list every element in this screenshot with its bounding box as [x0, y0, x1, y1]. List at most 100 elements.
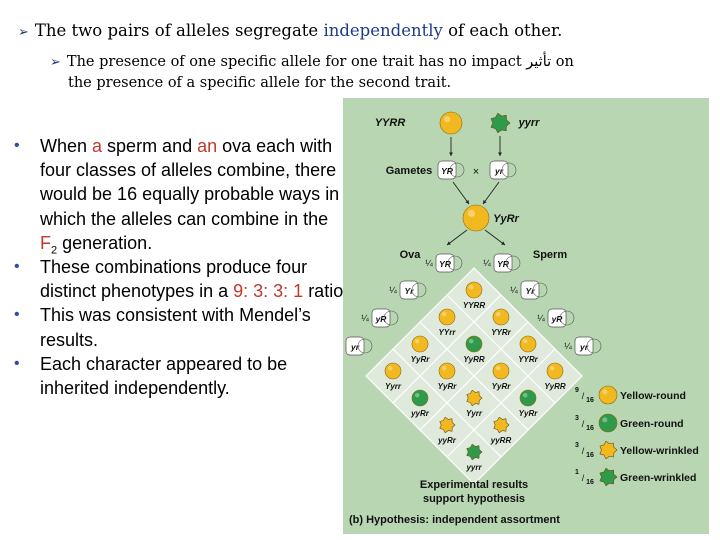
- subpoint-text-on: on: [551, 54, 574, 70]
- punnett-genotype: YYRr: [491, 328, 511, 337]
- punnett-genotype: YYrr: [439, 328, 457, 337]
- punnett-genotype: YyRR: [544, 382, 566, 391]
- punnett-genotype: YyRr: [519, 409, 539, 418]
- cross-symbol: ×: [473, 166, 479, 178]
- bullet-item: • These combinations produce four distin…: [14, 255, 349, 303]
- punnett-pea-highlight: [415, 339, 419, 343]
- punnett-pea: [520, 390, 536, 406]
- parent1-pea: [440, 112, 462, 134]
- legend-fraction-denominator: 16: [586, 397, 594, 404]
- punnett-genotype: yyRr: [437, 436, 457, 445]
- parent2-genotype: yyrr: [518, 117, 541, 129]
- f1-genotype: YyRr: [493, 213, 519, 225]
- punnett-genotype: yyrr: [465, 463, 482, 472]
- legend-label: Yellow-round: [620, 390, 686, 402]
- heading-emphasis: independently: [323, 21, 442, 40]
- arrow-gamete2-head: [483, 200, 487, 204]
- legend-fraction-numerator: 1: [575, 469, 579, 476]
- punnett-pea: [385, 363, 401, 379]
- subpoint-arabic: تأثير: [526, 54, 551, 70]
- legend-fraction-slash: /: [582, 419, 585, 429]
- ova-fraction: ¼: [389, 285, 397, 295]
- parent2-pea: [491, 113, 510, 132]
- legend-pea: [600, 468, 617, 486]
- legend-fraction-numerator: 3: [575, 442, 579, 449]
- heading-line: ➢The two pairs of alleles segregate inde…: [18, 21, 562, 40]
- legend-fraction-denominator: 16: [586, 479, 594, 486]
- sperm-fraction: ¼: [564, 341, 572, 351]
- punnett-pea: [466, 282, 482, 298]
- arrow-gamete1: [453, 182, 469, 204]
- subpoint-text: The presence of one specific allele for …: [67, 54, 526, 70]
- punnett-pea-highlight: [442, 312, 446, 316]
- bullet-list: • When a sperm and an ova each with four…: [14, 134, 349, 400]
- punnett-genotype: YyRR: [463, 355, 485, 364]
- punnett-pea: [412, 390, 428, 406]
- parent1-pea-highlight: [444, 116, 450, 122]
- punnett-genotype: Yyrr: [466, 409, 483, 418]
- legend-fraction-denominator: 16: [586, 425, 594, 432]
- punnett-pea-highlight: [442, 366, 446, 370]
- bullet-dot-icon: •: [14, 134, 20, 158]
- punnett-genotype: YyRr: [411, 355, 431, 364]
- legend-fraction-numerator: 3: [575, 415, 579, 422]
- bullet-dot-icon: •: [14, 303, 20, 327]
- legend-fraction-numerator: 9: [575, 387, 579, 394]
- sperm-fraction: ¼: [537, 313, 545, 323]
- sperm-fraction: ¼: [510, 285, 518, 295]
- sperm-label: Sperm: [533, 249, 567, 261]
- punnett-pea-highlight: [523, 393, 527, 397]
- arrow-bullet-icon: ➢: [18, 25, 29, 40]
- parent1-genotype: YYRR: [375, 117, 406, 129]
- bullet-item: • When a sperm and an ova each with four…: [14, 134, 349, 255]
- punnett-genotype: Yyrr: [385, 382, 402, 391]
- legend-fraction-slash: /: [582, 473, 585, 483]
- punnett-pea-highlight: [496, 366, 500, 370]
- arrow-bullet-icon: ➢: [50, 55, 61, 70]
- legend-fraction-slash: /: [582, 446, 585, 456]
- legend-fraction-denominator: 16: [586, 452, 594, 459]
- subpoint-text-line2: the presence of a specific allele for th…: [68, 75, 451, 91]
- punnett-pea: [547, 363, 563, 379]
- legend-label: Yellow-wrinkled: [620, 445, 699, 457]
- legend-fraction-slash: /: [582, 391, 585, 401]
- punnett-genotype: yyRr: [410, 409, 430, 418]
- figure-caption: (b) Hypothesis: independent assortment: [349, 514, 560, 526]
- punnett-pea: [412, 336, 428, 352]
- punnett-pea-highlight: [469, 285, 473, 289]
- punnett-pea: [493, 363, 509, 379]
- arrow-f1-ova: [447, 230, 467, 245]
- punnett-pea-highlight: [415, 393, 419, 397]
- arrow-parent2-head: [498, 152, 502, 156]
- results-line1: Experimental results: [420, 479, 528, 491]
- legend-label: Green-wrinkled: [620, 472, 696, 484]
- arrow-parent1-head: [449, 152, 453, 156]
- punnett-genotype: YYRr: [518, 355, 538, 364]
- ova-fraction: ¼: [361, 313, 369, 323]
- arrow-gamete2: [483, 182, 499, 204]
- bullet-item: • Each character appeared to be inherite…: [14, 352, 349, 400]
- punnett-pea-highlight: [388, 366, 392, 370]
- bullet-dot-icon: •: [14, 352, 20, 376]
- arrow-gamete1-head: [465, 200, 469, 204]
- arrow-f1-sperm-head: [501, 241, 505, 245]
- f1-pea-highlight: [468, 210, 475, 217]
- punnett-pea: [520, 336, 536, 352]
- legend-pea-highlight: [602, 417, 607, 422]
- ova-label: Ova: [400, 249, 422, 261]
- punnett-genotype: YyRr: [438, 382, 458, 391]
- legend-pea: [599, 414, 617, 432]
- legend-label: Green-round: [620, 418, 684, 430]
- bullet-dot-icon: •: [14, 255, 20, 279]
- punnett-pea-highlight: [523, 339, 527, 343]
- f1-pea: [463, 205, 489, 231]
- sperm-fraction: ¼: [483, 258, 491, 268]
- punnett-pea-highlight: [496, 312, 500, 316]
- punnett-pea: [466, 336, 482, 352]
- legend-pea-highlight: [602, 389, 607, 394]
- punnett-genotype: yyRR: [490, 436, 512, 445]
- punnett-pea-highlight: [550, 366, 554, 370]
- punnett-genotype: YyRr: [492, 382, 512, 391]
- legend-pea: [600, 441, 617, 459]
- gametes-label: Gametes: [386, 165, 432, 177]
